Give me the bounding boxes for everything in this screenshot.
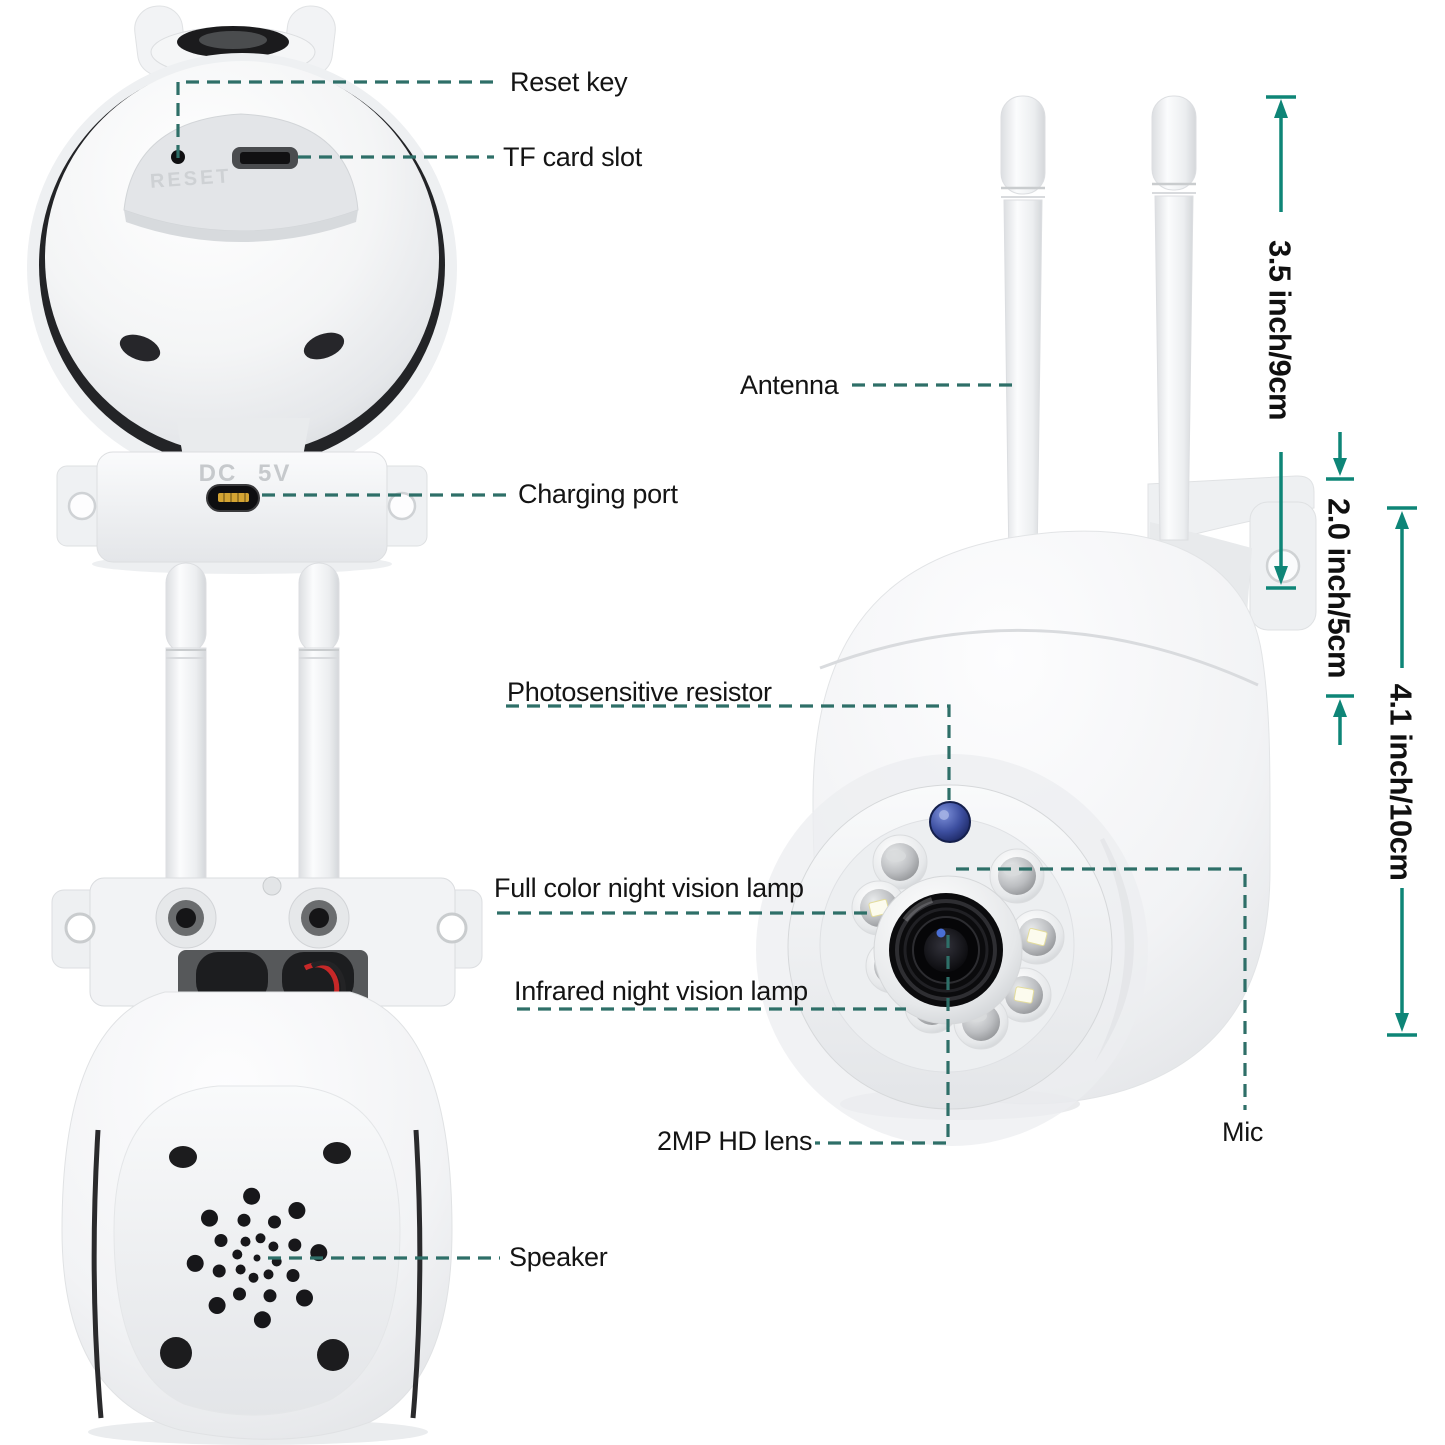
led-lamp-icon [1009,909,1065,965]
label-speaker: Speaker [509,1242,608,1272]
photosensitive-resistor [929,801,971,843]
speaker-grille [186,1187,328,1329]
hinge-detail [262,876,282,896]
screw-hole-icon [169,1146,197,1168]
camera-bottom-view [51,562,483,1445]
leader-lines [176,80,1247,1260]
camera-lens [873,875,1023,1025]
dimension-label-antenna-length: 3.5 inch/9cm [1262,239,1298,421]
screw-slot-icon [303,332,345,360]
screw-hole-icon [317,1339,349,1371]
power-engraving: DC 5V [198,460,292,487]
shell-gap [91,1129,104,1419]
label-tf-card-slot: TF card slot [503,142,642,172]
resistor-glint [939,810,949,820]
antenna-base-hole [176,908,196,928]
antenna-base-hole [309,908,329,928]
camera-front-view [756,95,1317,1146]
shell-gap [410,1129,423,1419]
speaker-plate [113,1085,401,1416]
label-infrared-night-vision-lamp: Infrared night vision lamp [514,976,808,1006]
compartment-arch [196,952,268,1004]
neck [176,418,310,462]
dimension-label-body-height: 4.1 inch/10cm [1383,683,1419,881]
antenna-icon [1000,95,1197,566]
dimension-mount-height [1326,432,1354,745]
label-hd-lens: 2MP HD lens [657,1126,813,1156]
screw-hole-icon [64,912,96,944]
label-mic: Mic [1222,1117,1264,1147]
hd-lens-leader [815,935,950,1145]
body-seam [819,628,1259,687]
label-photosensitive-resistor: Photosensitive resistor [507,677,772,707]
rear-panel [123,113,359,232]
label-full-color-night-vision-lamp: Full color night vision lamp [494,873,804,903]
mic-leader [956,867,1247,1110]
screw-hole-icon [436,912,468,944]
ir-lamp-icon [989,848,1045,904]
top-cap-center [199,31,267,49]
screw-slot-icon [119,334,161,362]
dimension-label-mount-height: 2.0 inch/5cm [1321,497,1357,679]
lens-glint [936,928,946,938]
label-antenna: Antenna [740,370,839,400]
reset-key-leader [176,80,500,158]
antenna-icon [165,562,340,894]
ir-lamp-icon [872,834,928,890]
screw-hole-icon [67,491,97,521]
dimension-body-height [1387,506,1417,1037]
rear-panel-lip [124,210,358,242]
port-pin-separators [223,493,246,502]
port-pins-icon [218,493,249,502]
photosensitive-resistor-leader [506,704,951,800]
screw-hole-icon [323,1142,351,1164]
screw-hole-icon [160,1337,192,1369]
dimension-antenna-length [1266,95,1296,590]
label-reset-key: Reset key [510,67,628,97]
tf-card-slot-opening [240,152,290,164]
label-charging-port: Charging port [518,479,678,509]
dimension-lines [1266,95,1417,1037]
screw-hole-icon [387,491,417,521]
camera-rear-top-view [27,5,457,574]
